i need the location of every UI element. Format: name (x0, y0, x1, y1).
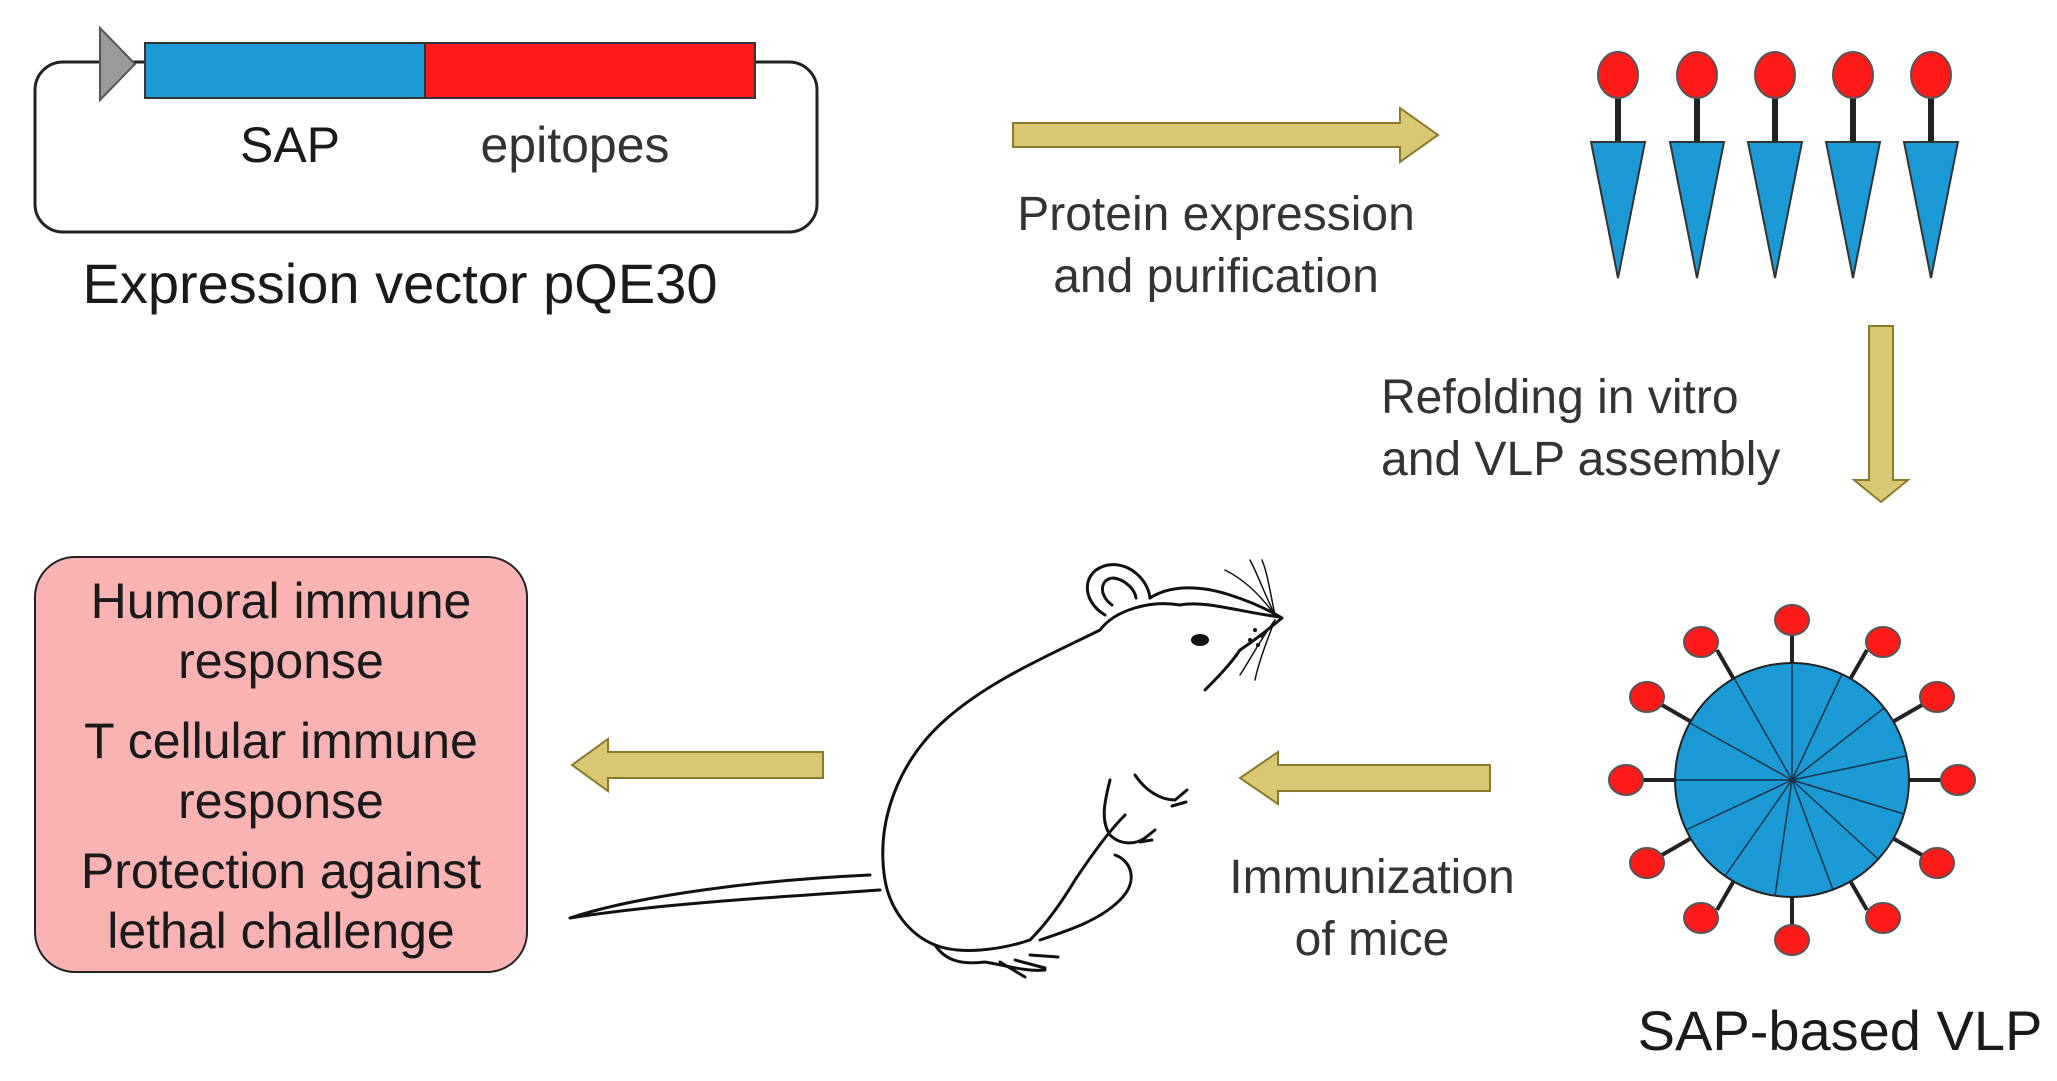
sap-vlp-particle: SAP-based VLP (1608, 604, 2043, 1062)
step-immunization-line-1: Immunization (1229, 851, 1514, 904)
epitope-head (1832, 51, 1874, 99)
mouse-head (1148, 586, 1284, 692)
right-arrow-icon (1012, 106, 1440, 164)
monomer (1746, 51, 1804, 279)
sap-label: SAP (240, 117, 340, 173)
epitope-head (1597, 51, 1639, 99)
monomer (1668, 51, 1726, 279)
results-box: Humoral immune response T cellular immun… (34, 556, 528, 973)
results-box-background (34, 556, 528, 973)
result-protection-line-1: Protection against (81, 843, 481, 899)
monomer-cone (1746, 141, 1804, 279)
result-protection-line-2: lethal challenge (107, 903, 455, 959)
left-arrow-icon (1238, 750, 1491, 806)
vlp-caption: SAP-based VLP (1638, 999, 2043, 1062)
result-humoral-line-2: response (178, 633, 384, 689)
mouse-ear (1085, 563, 1152, 617)
arrow-expression: Protein expression and purification (1012, 106, 1440, 303)
result-tcell-line-1: T cellular immune (84, 713, 478, 769)
mouse-illustration (568, 559, 1284, 979)
monomer-cone (1589, 141, 1647, 279)
sap-gene-segment (144, 42, 426, 99)
mouse-snout-dots (1248, 628, 1264, 647)
mouse-body (881, 602, 1282, 952)
result-humoral-line-1: Humoral immune (91, 573, 472, 629)
monomer-cone (1668, 141, 1726, 279)
mouse-front-leg-2 (1133, 773, 1189, 808)
monomer-cone (1902, 141, 1960, 279)
mouse-belly (1038, 853, 1133, 942)
vlp-epitope-heads (1608, 604, 1976, 956)
expression-vector: SAP epitopes Expression vector pQE30 (33, 25, 819, 315)
mouse-eye (1191, 634, 1209, 646)
promoter-arrow-icon (99, 25, 137, 103)
step-refolding-line-1: Refolding in vitro (1381, 371, 1739, 424)
arrow-immunization: Immunization of mice (1229, 750, 1515, 966)
epitope-head (1910, 51, 1952, 99)
down-arrow-icon (1851, 325, 1911, 504)
mouse-whiskers (1224, 559, 1276, 681)
arrow-refolding: Refolding in vitro and VLP assembly (1381, 325, 1911, 504)
epitopes-label: epitopes (480, 117, 669, 173)
monomer (1589, 51, 1647, 279)
step-expression-line-1: Protein expression (1017, 188, 1415, 241)
monomer-cone (1824, 141, 1882, 279)
monomer (1824, 51, 1882, 279)
mouse-tail (568, 873, 882, 920)
step-immunization-line-2: of mice (1295, 913, 1450, 966)
left-arrow-icon (570, 737, 824, 793)
step-refolding-line-2: and VLP assembly (1381, 433, 1780, 486)
epitope-head (1754, 51, 1796, 99)
vector-caption: Expression vector pQE30 (83, 252, 718, 315)
mouse-ear-inner (1101, 576, 1138, 607)
step-expression-line-2: and purification (1053, 250, 1379, 303)
result-tcell-line-2: response (178, 773, 384, 829)
mouse-hind-leg (933, 943, 1060, 979)
vlp-core-segments (1675, 663, 1907, 897)
sap-monomers (1589, 51, 1960, 279)
epitopes-gene-segment (424, 42, 756, 99)
arrow-results (570, 737, 824, 793)
mouse-front-leg-1 (1102, 778, 1157, 845)
epitope-head (1676, 51, 1718, 99)
monomer (1902, 51, 1960, 279)
